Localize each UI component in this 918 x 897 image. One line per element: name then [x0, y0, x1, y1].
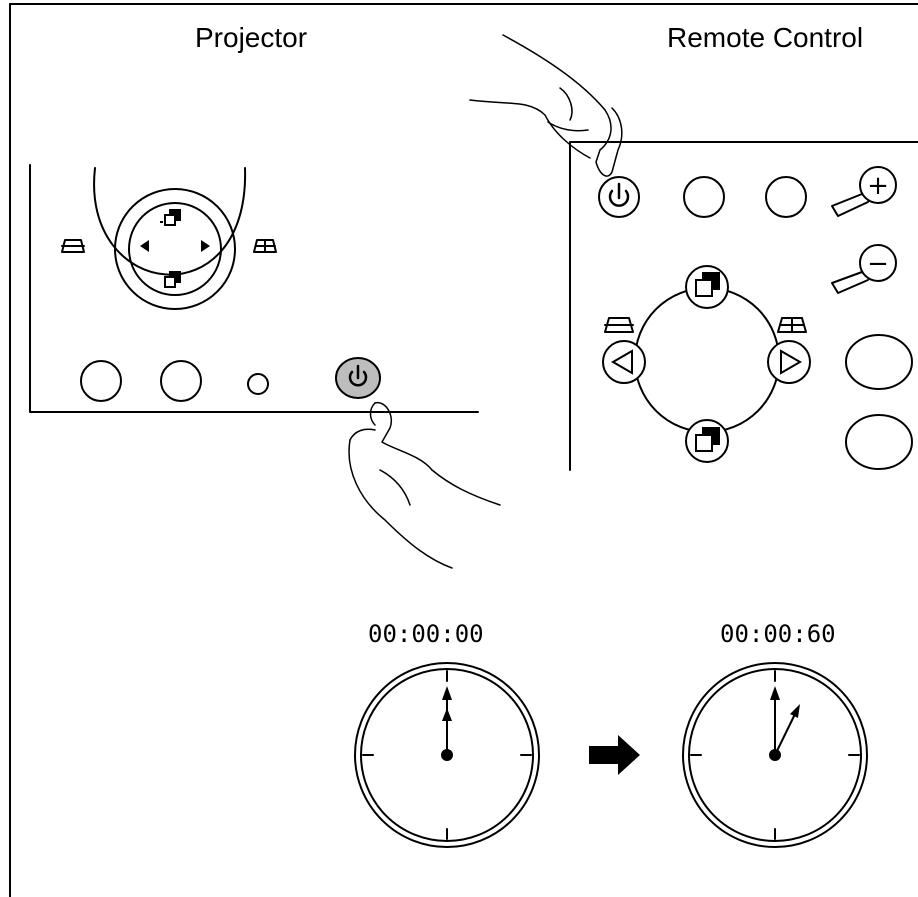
projector-power-icon	[348, 364, 368, 387]
timer-start-label: 00:00:00	[368, 620, 484, 648]
remote-zoom-out-button[interactable]	[831, 244, 897, 294]
remote-button-2[interactable]	[683, 176, 725, 218]
projector-label: Projector	[195, 22, 308, 53]
clock-end-minute-tip	[770, 686, 780, 700]
clock-start-second-tip	[442, 708, 452, 721]
remote-next-window-icon	[695, 272, 720, 297]
projector-next-window-icon	[160, 209, 181, 226]
remote-dpad-ring	[634, 287, 780, 433]
remote-button-right-2[interactable]	[845, 414, 913, 470]
remote-left-arrow-icon	[611, 349, 633, 375]
projector-previous-window-icon	[164, 271, 181, 288]
projector-dpad[interactable]	[128, 202, 222, 296]
hand-pressing-remote-icon	[469, 34, 623, 177]
clock-end-icon	[682, 662, 868, 848]
right-arrow-icon	[589, 735, 640, 775]
remote-power-icon	[608, 182, 630, 207]
remote-button-right-1[interactable]	[845, 334, 913, 390]
timer-end-label: 00:00:60	[720, 620, 836, 648]
projector-keystone-right-icon	[253, 239, 277, 253]
projector-panel	[29, 164, 479, 413]
remote-body-outline	[569, 141, 918, 471]
projector-body-outline	[29, 164, 479, 413]
remote-button-3[interactable]	[765, 176, 807, 218]
projector-keystone-left-icon	[61, 239, 85, 253]
zoom-minus-symbol: −	[867, 249, 889, 279]
remote-keystone-right-icon	[777, 317, 807, 333]
clock-start-minute-tip	[442, 686, 452, 700]
remote-power-button[interactable]	[598, 176, 640, 218]
remote-control-label: Remote Control	[667, 22, 864, 53]
clock-start-center	[441, 749, 453, 761]
projector-left-arrow-icon	[140, 240, 149, 252]
hand-pressing-projector-icon	[348, 401, 501, 569]
projector-right-arrow-icon	[201, 240, 210, 252]
zoom-plus-symbol: +	[867, 171, 889, 201]
remote-zoom-in-button[interactable]	[831, 166, 897, 217]
remote-right-arrow-icon	[780, 349, 802, 375]
remote-previous-window-icon	[695, 427, 720, 452]
remote-keystone-left-icon	[604, 317, 634, 333]
projector-control-housing	[93, 167, 247, 276]
clock-start-icon	[354, 662, 540, 848]
clock-end-second-tip	[790, 704, 800, 718]
projector-button-2[interactable]	[160, 360, 202, 402]
projector-outer-ring	[114, 188, 236, 310]
clock-end-center	[769, 749, 781, 761]
projector-button-1[interactable]	[80, 360, 122, 402]
projector-indicator	[247, 373, 269, 395]
